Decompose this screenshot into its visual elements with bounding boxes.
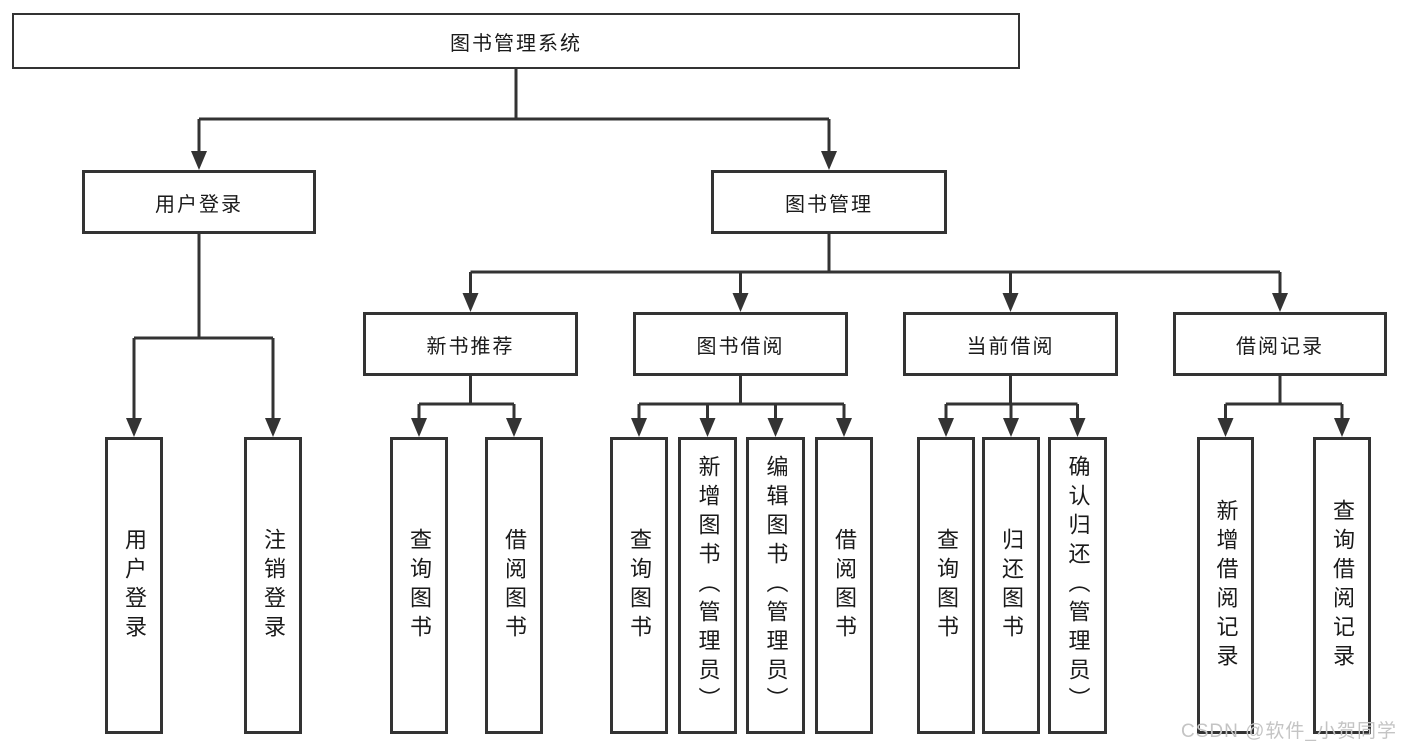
leaf-query-borrow-record: 查询借阅记录 — [1313, 437, 1371, 734]
node-label: 借阅图书 — [502, 527, 527, 644]
node-label: 查询借阅记录 — [1330, 498, 1355, 673]
leaf-add-borrow-record: 新增借阅记录 — [1197, 437, 1254, 734]
connector-book-borrowing-branch — [631, 375, 852, 437]
node-new-book-recommendation: 新书推荐 — [363, 312, 578, 376]
node-label: 借阅记录 — [1236, 335, 1324, 358]
leaf-return-books: 归还图书 — [982, 437, 1040, 734]
leaf-query-books-borrowing: 查询图书 — [610, 437, 668, 734]
node-label: 确认归还（管理员） — [1065, 455, 1091, 716]
node-label: 图书借阅 — [696, 335, 785, 358]
node-label: 查询图书 — [934, 527, 959, 644]
node-label: 图书管理 — [785, 193, 873, 216]
leaf-borrow-books-recommend: 借阅图书 — [485, 437, 543, 734]
leaf-query-books-current: 查询图书 — [917, 437, 975, 734]
node-label: 新书推荐 — [426, 335, 515, 358]
connector-new-book-branch — [411, 375, 522, 437]
leaf-user-login: 用户登录 — [105, 437, 163, 734]
node-label: 归还图书 — [999, 527, 1024, 644]
leaf-logout: 注销登录 — [244, 437, 302, 734]
node-book-management: 图书管理 — [711, 170, 947, 234]
node-label: 用户登录 — [122, 527, 147, 644]
leaf-add-books-admin: 新增图书（管理员） — [678, 437, 737, 734]
node-label: 用户登录 — [155, 193, 243, 216]
node-label: 图书管理系统 — [450, 32, 582, 55]
leaf-borrow-books: 借阅图书 — [815, 437, 873, 734]
node-borrowing-records: 借阅记录 — [1173, 312, 1387, 376]
node-label: 查询图书 — [407, 527, 432, 644]
node-book-borrowing: 图书借阅 — [633, 312, 848, 376]
connector-user-login-branch — [126, 233, 281, 437]
node-label: 当前借阅 — [966, 335, 1055, 358]
node-label: 新增图书（管理员） — [695, 455, 721, 716]
leaf-edit-books-admin: 编辑图书（管理员） — [746, 437, 805, 734]
leaf-query-books-recommend: 查询图书 — [390, 437, 448, 734]
node-label: 注销登录 — [261, 527, 286, 644]
node-current-borrowing: 当前借阅 — [903, 312, 1118, 376]
connector-book-management-branch — [462, 233, 1288, 312]
node-library-management-system: 图书管理系统 — [12, 13, 1020, 69]
node-user-login: 用户登录 — [82, 170, 316, 234]
leaf-confirm-return-admin: 确认归还（管理员） — [1048, 437, 1107, 734]
connector-current-borrowing-branch — [938, 375, 1086, 437]
node-label: 查询图书 — [627, 527, 652, 644]
node-label: 新增借阅记录 — [1213, 498, 1239, 673]
connector-borrowing-records-branch — [1217, 375, 1350, 437]
node-label: 借阅图书 — [832, 527, 857, 644]
csdn-watermark: CSDN @软件_小贺同学 — [1181, 721, 1397, 742]
node-label: 编辑图书（管理员） — [763, 455, 789, 716]
connector-root-to-level2 — [191, 68, 837, 170]
